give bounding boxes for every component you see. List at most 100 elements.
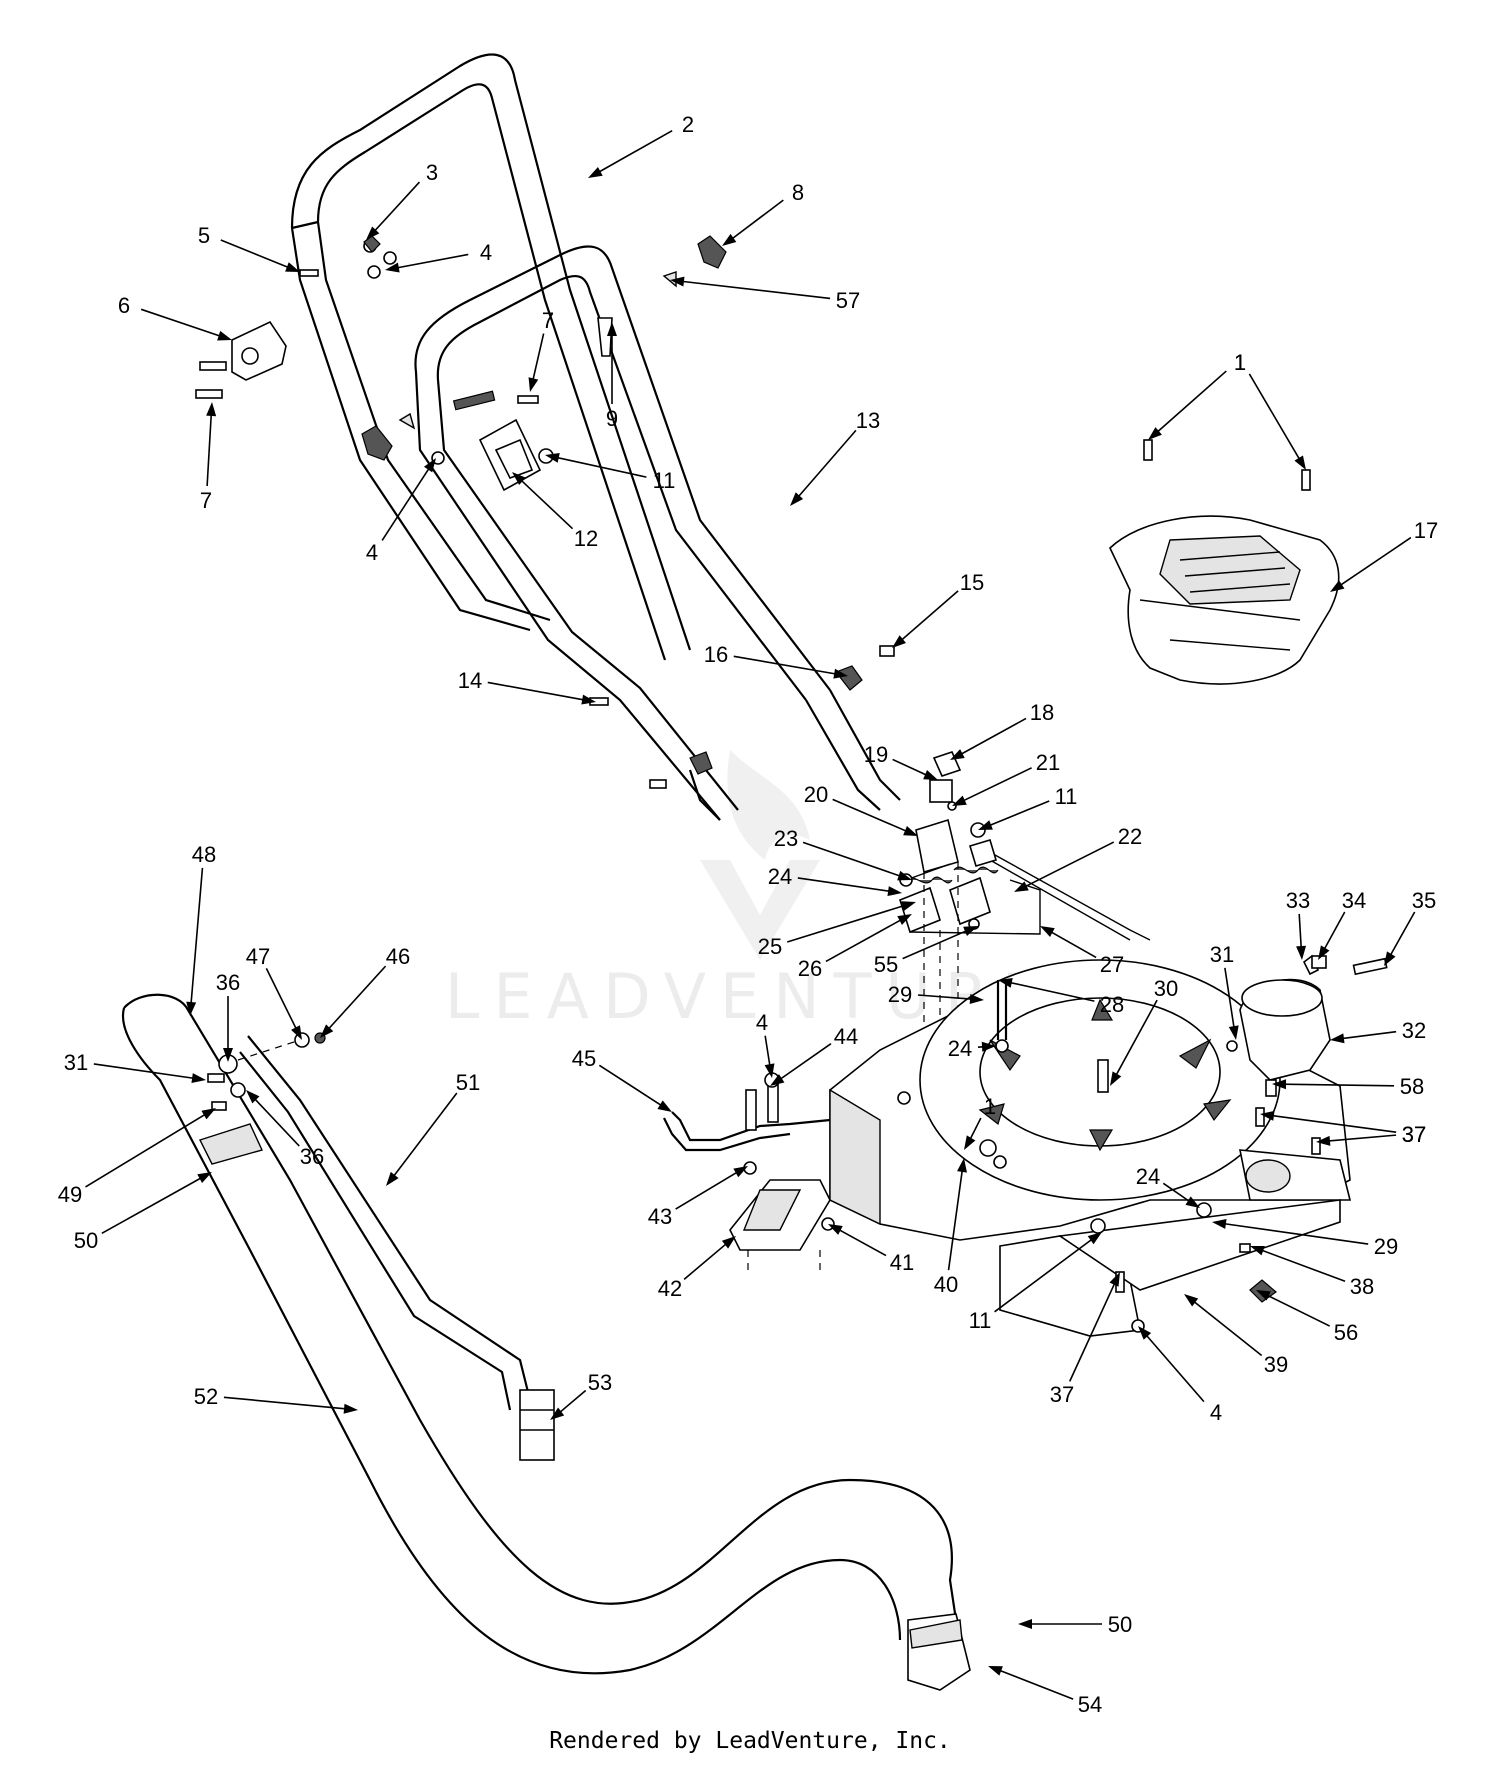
callout-number: 58 xyxy=(1400,1074,1424,1099)
leader-arrowhead xyxy=(892,635,906,648)
leader-arrowhead xyxy=(1185,1196,1200,1208)
callout-c36a: 36 xyxy=(216,970,240,1062)
leader-arrowhead xyxy=(670,276,685,287)
callout-c38: 38 xyxy=(1250,1246,1374,1299)
callout-c29a: 29 xyxy=(888,982,984,1007)
callout-c2: 2 xyxy=(588,112,694,178)
callout-number: 18 xyxy=(1030,700,1054,725)
callout-c52: 52 xyxy=(194,1384,358,1414)
callout-number: 1 xyxy=(984,1094,996,1119)
leader-line xyxy=(1007,981,1095,1002)
handle-bracket xyxy=(231,320,287,381)
callout-c58: 58 xyxy=(1272,1074,1424,1099)
leader-arrowhead xyxy=(217,330,232,341)
leader-arrowhead xyxy=(1110,1071,1122,1086)
callout-number: 11 xyxy=(1055,784,1078,809)
leader-line xyxy=(1224,967,1236,1031)
upper-handle xyxy=(290,53,692,661)
callout-c4b: 4 xyxy=(366,458,436,565)
leader-line xyxy=(252,1096,300,1147)
hose-hardware xyxy=(207,1032,326,1111)
deflector-rod xyxy=(663,1072,831,1175)
callout-number: 16 xyxy=(704,642,728,667)
leader-line xyxy=(947,1167,964,1271)
leader-arrowhead xyxy=(1316,1135,1331,1146)
callout-c4d: 4 xyxy=(1138,1326,1222,1425)
leader-arrowhead xyxy=(1294,455,1306,470)
callout-c33: 33 xyxy=(1286,888,1310,960)
callout-number: 2 xyxy=(682,112,694,137)
callout-number: 38 xyxy=(1350,1274,1374,1299)
callout-number: 19 xyxy=(864,742,888,767)
leader-line xyxy=(1191,1299,1263,1357)
callout-c15: 15 xyxy=(892,570,984,648)
leader-arrowhead xyxy=(1184,1294,1199,1307)
leader-line xyxy=(596,129,673,174)
leader-arrowhead xyxy=(770,1074,785,1086)
callout-number: 40 xyxy=(934,1272,958,1297)
callout-number: 53 xyxy=(588,1370,612,1395)
leader-line xyxy=(987,800,1050,828)
leader-line xyxy=(1248,373,1302,462)
leader-arrowhead xyxy=(285,262,300,272)
leader-line xyxy=(1259,1248,1346,1283)
leader-arrowhead xyxy=(887,886,902,897)
callout-c24a: 24 xyxy=(768,864,902,897)
callout-c23: 23 xyxy=(774,826,912,881)
leader-arrowhead xyxy=(923,769,938,780)
callout-number: 12 xyxy=(574,526,598,551)
leader-line xyxy=(220,239,291,270)
engine-cover xyxy=(1109,515,1340,685)
leader-arrowhead xyxy=(366,226,380,240)
leader-arrowhead xyxy=(722,233,737,246)
callout-number: 29 xyxy=(888,982,912,1007)
leader-arrowhead xyxy=(512,472,526,486)
leader-line xyxy=(796,429,857,500)
leader-arrowhead xyxy=(607,322,617,336)
callout-c18: 18 xyxy=(950,700,1054,760)
leader-line xyxy=(1269,1114,1397,1133)
callout-number: 32 xyxy=(1402,1018,1426,1043)
callout-c30: 30 xyxy=(1110,976,1178,1086)
callout-c11b: 11 xyxy=(978,784,1077,830)
hose-handle xyxy=(239,1035,555,1461)
callout-number: 24 xyxy=(768,864,792,889)
callout-c41: 41 xyxy=(828,1224,914,1275)
leader-line xyxy=(994,1237,1095,1313)
leader-arrowhead xyxy=(721,1236,736,1249)
callout-number: 37 xyxy=(1402,1122,1426,1147)
callout-number: 57 xyxy=(836,288,860,313)
leader-arrowhead xyxy=(1148,427,1162,440)
leader-line xyxy=(206,411,213,487)
callout-c1c: 1 xyxy=(964,1094,996,1150)
leader-arrowhead xyxy=(828,1224,843,1235)
leader-line xyxy=(917,994,975,1001)
leader-arrowhead xyxy=(897,914,912,925)
leader-line xyxy=(797,877,893,893)
leader-line xyxy=(733,655,839,676)
leader-arrowhead xyxy=(423,458,436,473)
leader-line xyxy=(960,767,1032,803)
leader-arrowhead xyxy=(246,1090,260,1104)
screws xyxy=(1143,439,1311,491)
callout-number: 36 xyxy=(216,970,240,995)
leader-line xyxy=(1388,911,1416,958)
leader-line xyxy=(764,1035,772,1069)
leader-line xyxy=(968,1117,982,1142)
callout-number: 6 xyxy=(118,293,130,318)
leader-line xyxy=(93,1063,197,1080)
callout-number: 13 xyxy=(856,408,880,433)
callout-number: 28 xyxy=(1100,992,1124,1017)
callout-c45: 45 xyxy=(572,1046,672,1112)
leader-line xyxy=(1337,536,1412,588)
leader-line xyxy=(372,181,421,234)
leader-line xyxy=(683,1241,729,1280)
callout-c11c: 11 xyxy=(969,1232,1102,1333)
callout-number: 4 xyxy=(756,1010,768,1035)
callout-c16: 16 xyxy=(704,642,848,679)
handle-lower-hardware xyxy=(589,645,895,789)
leader-arrowhead xyxy=(581,694,596,705)
callout-number: 1 xyxy=(1234,350,1246,375)
leader-line xyxy=(518,478,574,530)
leader-arrowhead xyxy=(528,377,539,392)
